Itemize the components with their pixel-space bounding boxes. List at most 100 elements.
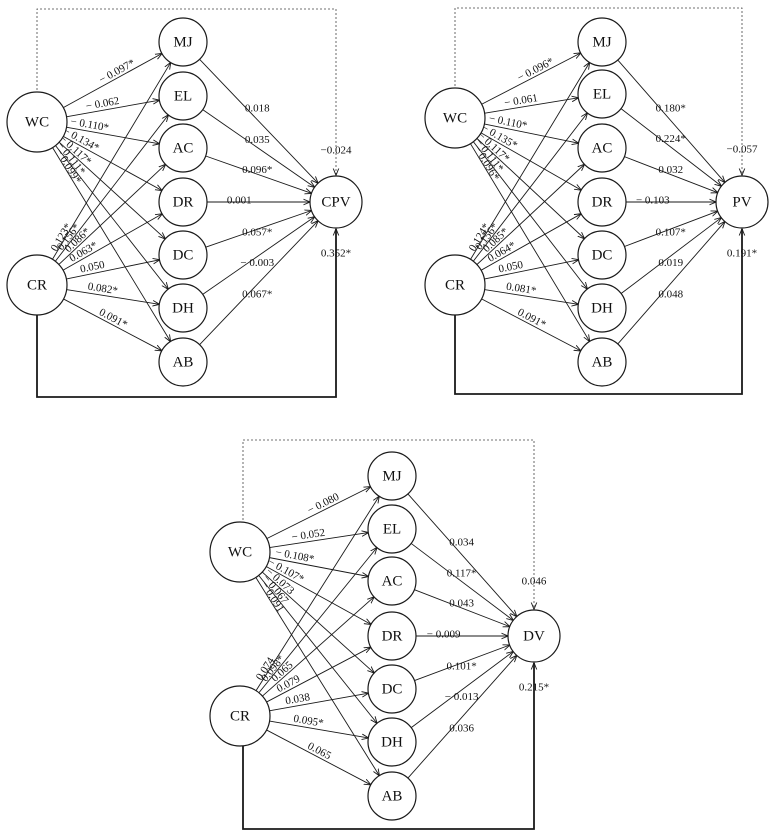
- wc-coef-el: − 0.062: [85, 95, 120, 113]
- cr-coef-ab: 0.091*: [515, 306, 547, 331]
- arrow-cr-to-dh: [478, 288, 579, 305]
- cr-coef-dc: 0.050: [497, 259, 524, 276]
- node-ac: AC: [577, 123, 627, 173]
- arrow-el-to-outcome: [202, 109, 315, 188]
- arrow-dc-to-outcome: [624, 211, 717, 247]
- arrow-dh-to-outcome: [620, 218, 721, 294]
- cr-coef-ab: 0.091*: [97, 306, 129, 331]
- arrow-wc-to-dc: [54, 137, 166, 239]
- node-dr: DR: [577, 177, 627, 227]
- node-dc-circle: [577, 230, 627, 280]
- node-cr-circle: [424, 254, 486, 316]
- node-wc-circle: [424, 87, 486, 149]
- wc-direct-path: [454, 7, 742, 175]
- node-outcome: DV: [507, 609, 561, 663]
- node-outcome-circle: [507, 609, 561, 663]
- node-dc-label: DC: [173, 247, 194, 263]
- node-mj-circle: [577, 17, 627, 67]
- node-el-circle: [367, 504, 417, 554]
- node-dr-label: DR: [592, 194, 613, 210]
- arrow-wc-to-dh: [469, 136, 588, 289]
- node-ab-label: AB: [382, 788, 403, 804]
- node-wc: WC: [209, 521, 271, 583]
- mediator-coef-dr: − 0.009: [427, 629, 461, 641]
- node-mj-label: MJ: [382, 468, 401, 484]
- arrow-cr-to-dc: [478, 260, 579, 281]
- arrow-cr-to-mj: [48, 63, 170, 265]
- arrow-el-to-outcome: [410, 543, 513, 620]
- wc-coef-mj: − 0.080: [306, 491, 342, 517]
- node-ab-circle: [367, 771, 417, 821]
- node-mj-circle: [158, 17, 208, 67]
- arrow-cr-to-dc: [263, 693, 369, 713]
- node-dh-circle: [158, 283, 208, 333]
- cr-direct-label: 0.215*: [519, 682, 549, 694]
- node-wc: WC: [424, 87, 486, 149]
- wc-direct-path: [242, 439, 534, 609]
- node-cr: CR: [209, 685, 271, 747]
- node-ac-label: AC: [173, 140, 194, 156]
- node-outcome-label: DV: [523, 628, 545, 644]
- node-dh: DH: [367, 717, 417, 767]
- node-ab-circle: [158, 337, 208, 387]
- wc-direct-label: −0.057: [727, 144, 758, 156]
- node-dr-circle: [367, 611, 417, 661]
- arrow-cr-to-dr: [475, 214, 581, 274]
- node-el-circle: [577, 69, 627, 119]
- node-wc-circle: [209, 521, 271, 583]
- node-cr-circle: [209, 685, 271, 747]
- arrow-cr-to-el: [51, 115, 169, 267]
- mediator-coef-el: 0.035: [245, 134, 270, 146]
- node-wc-label: WC: [443, 110, 467, 126]
- node-mj-label: MJ: [173, 34, 192, 50]
- arrow-dh-to-outcome: [202, 217, 315, 295]
- node-ac-circle: [577, 123, 627, 173]
- mediator-coef-dh: − 0.003: [240, 257, 274, 269]
- node-el-label: EL: [593, 86, 611, 102]
- arrow-mj-to-outcome: [407, 493, 517, 617]
- arrow-wc-to-dh: [51, 140, 168, 289]
- arrow-wc-to-dr: [475, 129, 581, 190]
- arrow-wc-to-ac: [60, 125, 160, 144]
- arrow-cr-to-el: [254, 548, 377, 698]
- node-dh-circle: [367, 717, 417, 767]
- diagram-cpv: −0.024− 0.097*− 0.062− 0.110*− 0.134*− 0…: [6, 8, 363, 398]
- arrow-wc-to-ac: [478, 122, 579, 143]
- node-cr: CR: [424, 254, 486, 316]
- cr-direct-path: [36, 229, 336, 398]
- node-outcome: CPV: [309, 175, 363, 229]
- mediator-coef-dc: 0.057*: [242, 226, 272, 238]
- node-mj-circle: [367, 451, 417, 501]
- mediator-coef-mj: 0.018: [245, 103, 270, 115]
- node-mj: MJ: [158, 17, 208, 67]
- arrow-wc-to-ab: [252, 572, 380, 775]
- node-ab-label: AB: [592, 354, 613, 370]
- node-ac: AC: [367, 556, 417, 606]
- mediator-coef-mj: 0.034: [449, 537, 474, 549]
- node-cr-circle: [6, 254, 68, 316]
- arrow-wc-to-dr: [57, 133, 162, 191]
- diagram-dv: 0.046− 0.080− 0.052− 0.108*− 0.107*− 0.0…: [209, 439, 561, 830]
- wc-direct-label: −0.024: [321, 145, 352, 157]
- arrow-dc-to-outcome: [205, 211, 312, 248]
- node-cr-label: CR: [27, 277, 47, 293]
- arrow-ac-to-outcome: [414, 589, 509, 627]
- node-ac-label: AC: [592, 140, 613, 156]
- node-ac-circle: [367, 556, 417, 606]
- wc-coef-el: − 0.061: [503, 92, 538, 109]
- mediator-coef-mj: 0.180*: [656, 103, 686, 115]
- mediator-coef-ac: 0.032: [658, 164, 683, 176]
- arrow-dc-to-outcome: [414, 645, 509, 682]
- cr-direct-path: [454, 229, 742, 395]
- node-wc-label: WC: [228, 544, 252, 560]
- node-ab: AB: [367, 771, 417, 821]
- cr-direct-label: 0.191*: [727, 248, 757, 260]
- arrow-cr-to-ab: [476, 295, 580, 351]
- wc-coef-mj: − 0.096*: [515, 55, 555, 84]
- node-mj-label: MJ: [592, 34, 611, 50]
- node-cr-label: CR: [230, 708, 250, 724]
- arrow-cr-to-dh: [60, 288, 160, 305]
- cr-coef-dh: 0.095*: [293, 713, 325, 730]
- arrow-cr-to-dr: [57, 214, 162, 274]
